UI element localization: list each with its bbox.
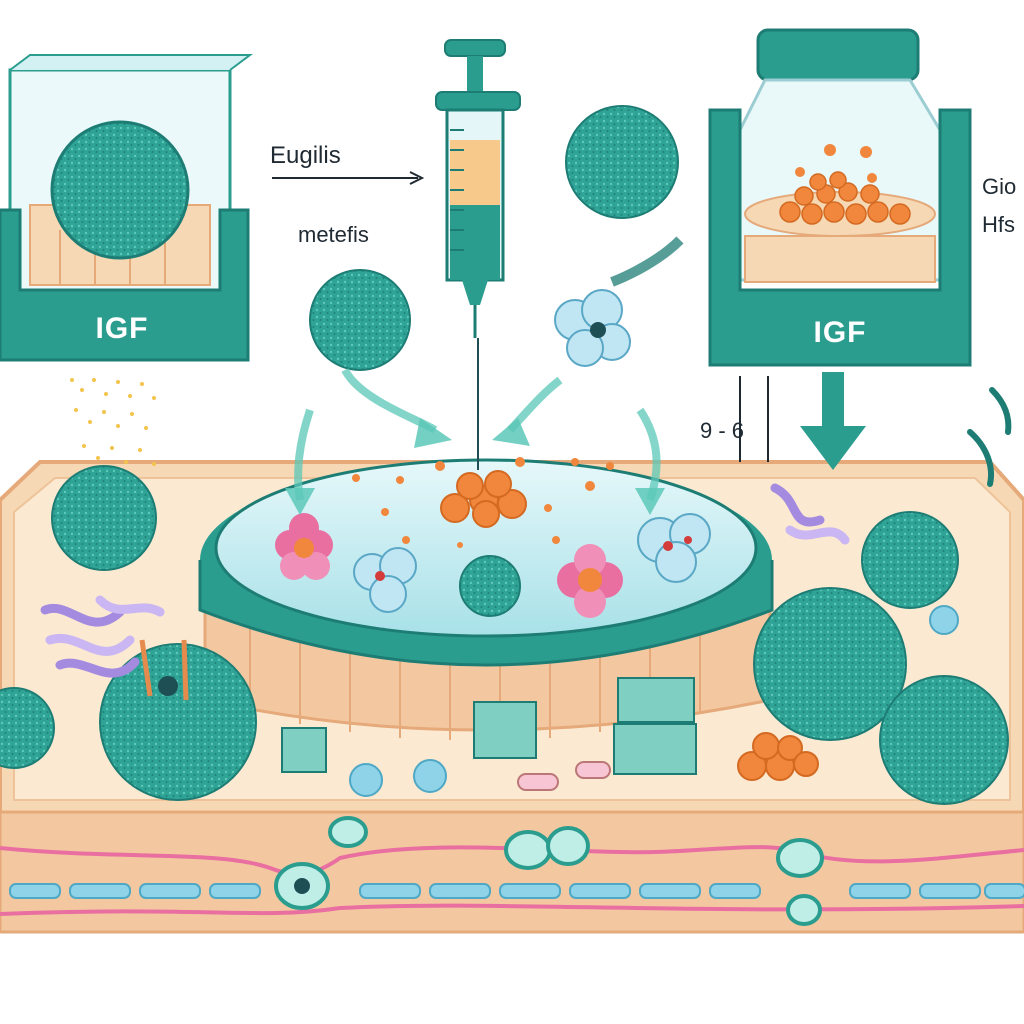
label-igf-right: IGF <box>813 316 867 349</box>
down-arrow <box>800 372 866 470</box>
floating-cell <box>0 105 1009 805</box>
scaffold-block <box>281 677 697 775</box>
embedded-cells <box>274 816 824 926</box>
particle-stream <box>70 378 156 466</box>
jar-icon <box>708 28 972 367</box>
syringe-icon <box>435 39 521 470</box>
cell-cluster-icon <box>440 470 527 528</box>
orange-particles <box>352 457 614 548</box>
arrow-heads <box>285 418 665 515</box>
blue-cell <box>637 513 711 583</box>
label-gio: Gio <box>982 174 1017 199</box>
pink-cell <box>557 544 623 618</box>
cell-cluster-icon <box>779 171 911 225</box>
capsule <box>517 761 611 791</box>
label-igf-left: IGF <box>95 312 149 345</box>
left-culture-container <box>0 54 253 362</box>
blue-bead <box>349 605 959 797</box>
pink-cell <box>275 513 333 580</box>
label-metefis: metefis <box>298 222 369 247</box>
label-range: 9 - 6 <box>700 418 745 443</box>
label-hfs: Hfs <box>982 212 1015 237</box>
blue-cell <box>353 547 417 613</box>
signal-waves <box>967 387 1012 487</box>
label-eugilis: Eugilis <box>270 142 341 169</box>
protein-fibers <box>40 483 850 678</box>
cell-layer <box>9 883 1024 899</box>
teal-cell <box>459 555 521 617</box>
label-leader-lines <box>272 171 769 462</box>
cell-cluster-icon <box>737 732 819 781</box>
blue-cell <box>554 289 631 367</box>
cell-with-fibers <box>139 639 189 701</box>
